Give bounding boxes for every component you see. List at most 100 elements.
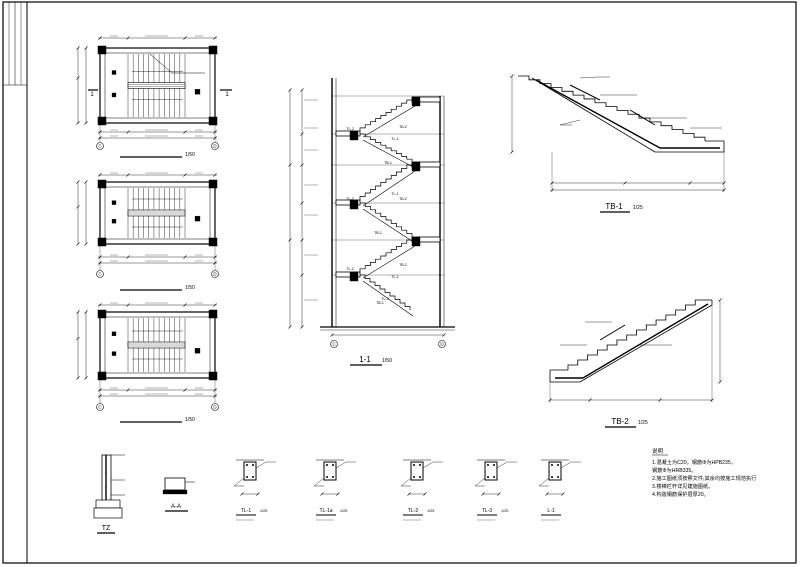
- plan-wall-inner: [104, 186, 211, 240]
- tb2-scale: 1/25: [638, 420, 648, 426]
- plan-wall-outer: [99, 311, 216, 379]
- section-landing: [335, 271, 361, 278]
- grid-bubble: [211, 142, 219, 150]
- grid-label: D: [213, 144, 217, 149]
- plan-column: [97, 179, 107, 189]
- beam-outline: [548, 461, 562, 481]
- section-flight: [360, 202, 413, 237]
- section-beam: [349, 130, 359, 141]
- plan-column: [97, 116, 107, 126]
- plan-wall-inner: [104, 52, 211, 119]
- tb1-soffit: [531, 77, 656, 153]
- beam-section-scale: 1/25: [260, 509, 267, 513]
- plan-column: [97, 237, 107, 247]
- rebar-dot: [551, 464, 553, 466]
- plan-column: [97, 371, 107, 381]
- plan-stair-well: [127, 341, 186, 349]
- section-mark-left: 1: [90, 92, 94, 98]
- beam-outline: [410, 461, 424, 481]
- section-flight: [360, 274, 411, 310]
- grid-bubble: [96, 270, 104, 278]
- notes-heading: 说明: [652, 447, 664, 455]
- section-flight: [359, 99, 412, 131]
- plan-column: [208, 309, 218, 319]
- beam-section-title: TL-1: [241, 508, 252, 514]
- section-flight-label: TB-2: [399, 197, 407, 201]
- rebar-dot: [557, 476, 559, 478]
- beam-outline: [243, 461, 257, 481]
- beam-section-scale: 1/25: [501, 509, 508, 513]
- tb1-title: TB-1: [605, 202, 623, 211]
- grid-label: C: [332, 342, 336, 347]
- rebar-dot: [252, 464, 254, 466]
- tb2-soffit: [579, 304, 713, 383]
- tb1-rebar: [535, 79, 661, 149]
- plan-wall-outer: [99, 47, 216, 124]
- plan-column: [208, 45, 218, 55]
- flight-tb2-detail: TB-2 1/25: [548, 298, 722, 428]
- grid-label: D: [213, 405, 217, 410]
- section-beam-label: TL-2: [346, 197, 353, 201]
- section-flight: [359, 239, 412, 272]
- section-beam: [411, 96, 421, 107]
- section-beam-label: TL-2: [381, 297, 388, 301]
- rebar-dot: [413, 464, 415, 466]
- tb2-steps: [567, 299, 705, 370]
- rebar-dot: [487, 476, 489, 478]
- rebar-dot: [332, 476, 334, 478]
- rebar-dot: [551, 476, 553, 478]
- grid-bubble: [96, 403, 104, 411]
- plan-column: [208, 116, 218, 126]
- stair-section-1-1: TL-2TL-1TL-2TL-1TL-2TL-1TL-2TB-2TB-1TB-2…: [288, 78, 455, 366]
- rebar-dot: [332, 464, 334, 466]
- grid-bubble: [96, 142, 104, 150]
- section-beam-label: TL-2: [346, 127, 353, 131]
- section-beam: [411, 236, 421, 247]
- section-beam-label: TL-1: [391, 275, 398, 279]
- section-landing: [335, 130, 361, 137]
- section-scale: 1/50: [382, 358, 392, 364]
- grid-label: D: [213, 272, 217, 277]
- section-beam: [349, 271, 359, 282]
- section-beam: [349, 199, 359, 210]
- aa-title: A-A: [171, 504, 181, 510]
- rebar-dot: [493, 464, 495, 466]
- section-flight-label: TB-2: [399, 263, 407, 267]
- section-flight: [360, 133, 413, 162]
- grid-bubble: [211, 403, 219, 411]
- section-beam-label: TL-1: [391, 192, 398, 196]
- section-beam-label: TL-2: [346, 267, 353, 271]
- plan-wall-outer: [99, 181, 216, 245]
- rebar-dot: [493, 476, 495, 478]
- beam-outline: [323, 461, 337, 481]
- section-beam-label: TL-1: [391, 137, 398, 141]
- beam-section-scale: 1/25: [427, 509, 434, 513]
- plan-column: [208, 237, 218, 247]
- beam-section-5: L-1: [538, 459, 581, 521]
- section-landing: [335, 199, 361, 206]
- grid-label: C: [98, 405, 102, 410]
- section-beam: [411, 161, 421, 172]
- grid-bubble: [330, 340, 338, 348]
- section-flight-label: TB-1: [376, 301, 384, 305]
- notes-line: 2.施工图纸须按照文件,其余均按施工规范执行: [652, 474, 756, 482]
- rebar-dot: [252, 476, 254, 478]
- plan-stair-well: [127, 82, 186, 89]
- rebar-dot: [413, 476, 415, 478]
- tb2-title: TB-2: [611, 417, 629, 426]
- plan-wall-inner: [104, 316, 211, 374]
- section-flight: [359, 164, 412, 200]
- grid-label: C: [98, 144, 102, 149]
- grid-bubble: [438, 340, 446, 348]
- beam-outline: [484, 461, 498, 481]
- section-flight-label: TB-1: [374, 231, 382, 235]
- beam-section-scale: 1/25: [340, 509, 347, 513]
- plan-scale: 1/50: [185, 285, 195, 291]
- plan-column: [208, 371, 218, 381]
